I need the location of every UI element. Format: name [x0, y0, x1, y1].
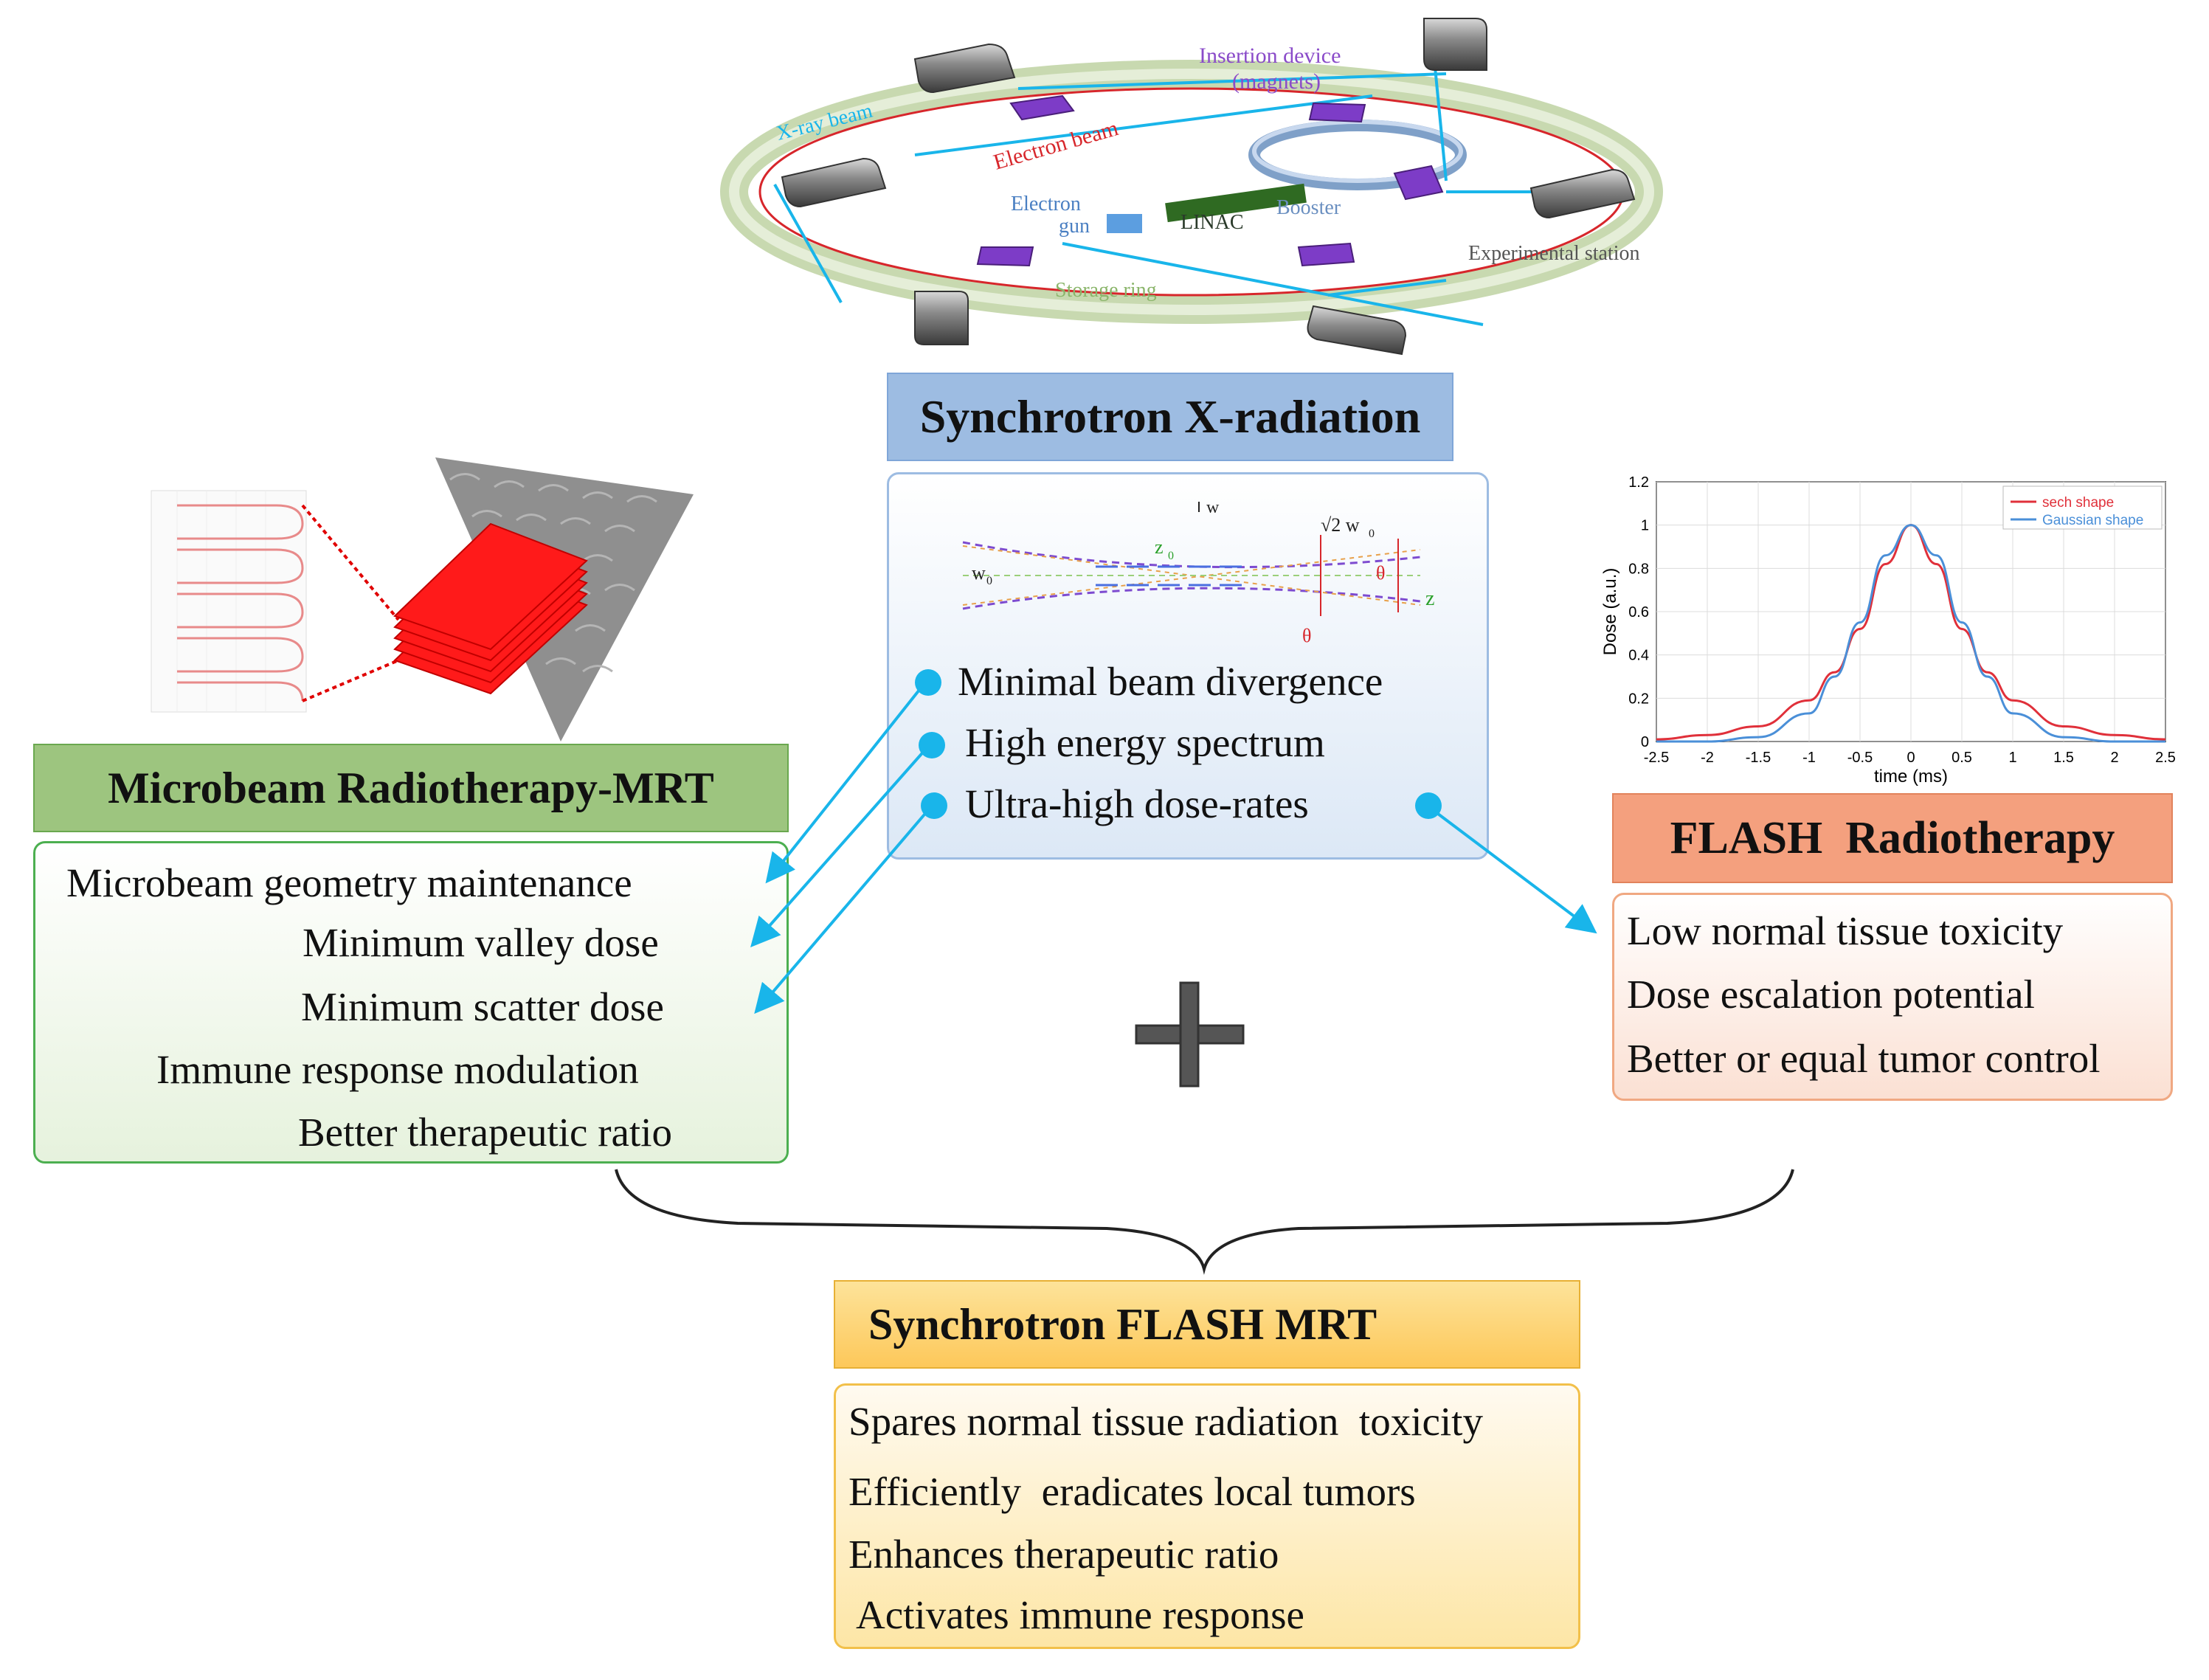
- mrt-item-immune: Immune response modulation: [156, 1047, 639, 1092]
- flash-items-box: [1612, 893, 2173, 1101]
- flash-title: FLASH Radiotherapy: [1670, 812, 2115, 863]
- feature-high-energy: High energy spectrum: [965, 720, 1325, 765]
- mrt-item-therapeutic-ratio: Better therapeutic ratio: [298, 1110, 672, 1155]
- label-sqrt2-w0-sub: 0: [1369, 528, 1375, 540]
- chart-x-tick-label: -2: [1701, 750, 1714, 766]
- synchrotron-title: Synchrotron X-radiation: [919, 390, 1421, 443]
- combined-items-box: [834, 1383, 1580, 1649]
- label-w0: w: [972, 562, 986, 584]
- chart-x-tick-label: 2: [2110, 750, 2118, 766]
- chart-y-tick-label: 0.8: [1628, 561, 1649, 577]
- combined-title: Synchrotron FLASH MRT: [868, 1299, 1377, 1349]
- chart-x-tick-label: 0: [1906, 750, 1915, 766]
- microbeam-illustration: [151, 457, 694, 742]
- chart-y-tick-label: 1.2: [1628, 476, 1649, 491]
- synchrotron-features-box: [887, 472, 1489, 860]
- linac-label: LINAC: [1180, 211, 1244, 234]
- label-sqrt2-w0: √2 w: [1321, 514, 1360, 536]
- electron-label: Electron: [1011, 193, 1081, 215]
- chart-x-tick-label: 1.5: [2053, 750, 2074, 766]
- synchrotron-header: Synchrotron X-radiation: [887, 373, 1453, 461]
- combined-item-eradicates: Efficiently eradicates local tumors: [848, 1469, 1416, 1514]
- mrt-item-geometry: Microbeam geometry maintenance: [66, 860, 632, 905]
- chart-series-line-1: [1656, 524, 2165, 743]
- chart-x-tick-label: -1: [1802, 750, 1816, 766]
- chart-y-tick-label: 1: [1641, 518, 1649, 534]
- booster-label: Booster: [1276, 196, 1341, 219]
- chart-x-axis-label: time (ms): [1874, 767, 1948, 787]
- label-w: w: [1206, 498, 1220, 517]
- chart-x-tick-label: -1.5: [1746, 750, 1771, 766]
- arrow-energy-to-valley: [750, 747, 927, 947]
- chart-y-tick-label: 0.6: [1628, 604, 1649, 621]
- chart-x-tick-label: 1: [2008, 750, 2016, 766]
- flash-item-dose-escalation: Dose escalation potential: [1627, 972, 2035, 1017]
- chart-x-tick-label: -2.5: [1644, 750, 1669, 766]
- storage-ring-label: Storage ring: [1055, 279, 1157, 302]
- chart-legend-label: sech shape: [2042, 495, 2114, 511]
- combined-item-immune: Activates immune response: [856, 1592, 1304, 1637]
- chart-x-tick-label: -0.5: [1847, 750, 1873, 766]
- combined-item-spares: Spares normal tissue radiation toxicity: [848, 1399, 1483, 1444]
- insertion-device-label: Insertion device: [1199, 44, 1341, 68]
- plus-icon: [1135, 981, 1245, 1088]
- synchrotron-illustration: Insertion device (magnets) X-ray beam El…: [720, 18, 1663, 356]
- combined-header: Synchrotron FLASH MRT: [834, 1280, 1580, 1369]
- mrt-item-valley-dose: Minimum valley dose: [303, 920, 659, 965]
- label-w0-sub: 0: [986, 575, 992, 587]
- mrt-title: Microbeam Radiotherapy-MRT: [108, 763, 714, 812]
- flash-dose-chart: -2.5 -2 -1.5 -1 -0.5 0 0.5 1 1.5 2 2.5 0 0.2 0.4 0.6 0…: [1600, 476, 2176, 787]
- mrt-items-box: [33, 841, 789, 1164]
- gun-label: gun: [1059, 215, 1090, 238]
- chart-y-tick-label: 0.2: [1628, 691, 1649, 707]
- mrt-item-scatter-dose: Minimum scatter dose: [301, 984, 664, 1029]
- label-z-axis: z: [1425, 587, 1434, 610]
- magnets-label: (magnets): [1232, 69, 1321, 94]
- chart-y-tick-label: 0.4: [1628, 648, 1649, 664]
- flash-header: FLASH Radiotherapy: [1612, 793, 2173, 883]
- feature-minimal-divergence: Minimal beam divergence: [958, 659, 1383, 704]
- arrow-doserate-to-flash: [1434, 810, 1597, 934]
- chart-x-tick-label: 2.5: [2155, 750, 2176, 766]
- chart-y-tick-label: 0: [1641, 734, 1649, 750]
- feature-ultra-high-dose-rates: Ultra-high dose-rates: [965, 781, 1309, 826]
- label-z0: z: [1155, 536, 1164, 558]
- chart-legend-label: Gaussian shape: [2042, 513, 2143, 528]
- chart-legend-box: [2002, 485, 2163, 530]
- label-theta-right: θ: [1376, 562, 1385, 584]
- experimental-station-label: Experimental station: [1468, 242, 1640, 265]
- arrow-divergence-to-geometry: [765, 685, 924, 884]
- flash-item-tumor-control: Better or equal tumor control: [1627, 1036, 2101, 1081]
- flash-item-low-toxicity: Low normal tissue toxicity: [1627, 908, 2064, 953]
- chart-x-tick-label: 0.5: [1952, 750, 1972, 766]
- gaussian-beam-diagram: w w 0 z 0 √2 w 0 θ θ z: [962, 498, 1434, 646]
- arrow-doserate-to-scatter: [754, 809, 930, 1014]
- label-theta-bottom: θ: [1302, 625, 1311, 646]
- chart-y-axis-label: Dose (a.u.): [1600, 568, 1620, 656]
- mrt-header: Microbeam Radiotherapy-MRT: [33, 744, 789, 832]
- label-z0-sub: 0: [1168, 550, 1174, 562]
- brace-icon: [615, 1169, 1794, 1275]
- combined-item-ratio: Enhances therapeutic ratio: [848, 1532, 1279, 1577]
